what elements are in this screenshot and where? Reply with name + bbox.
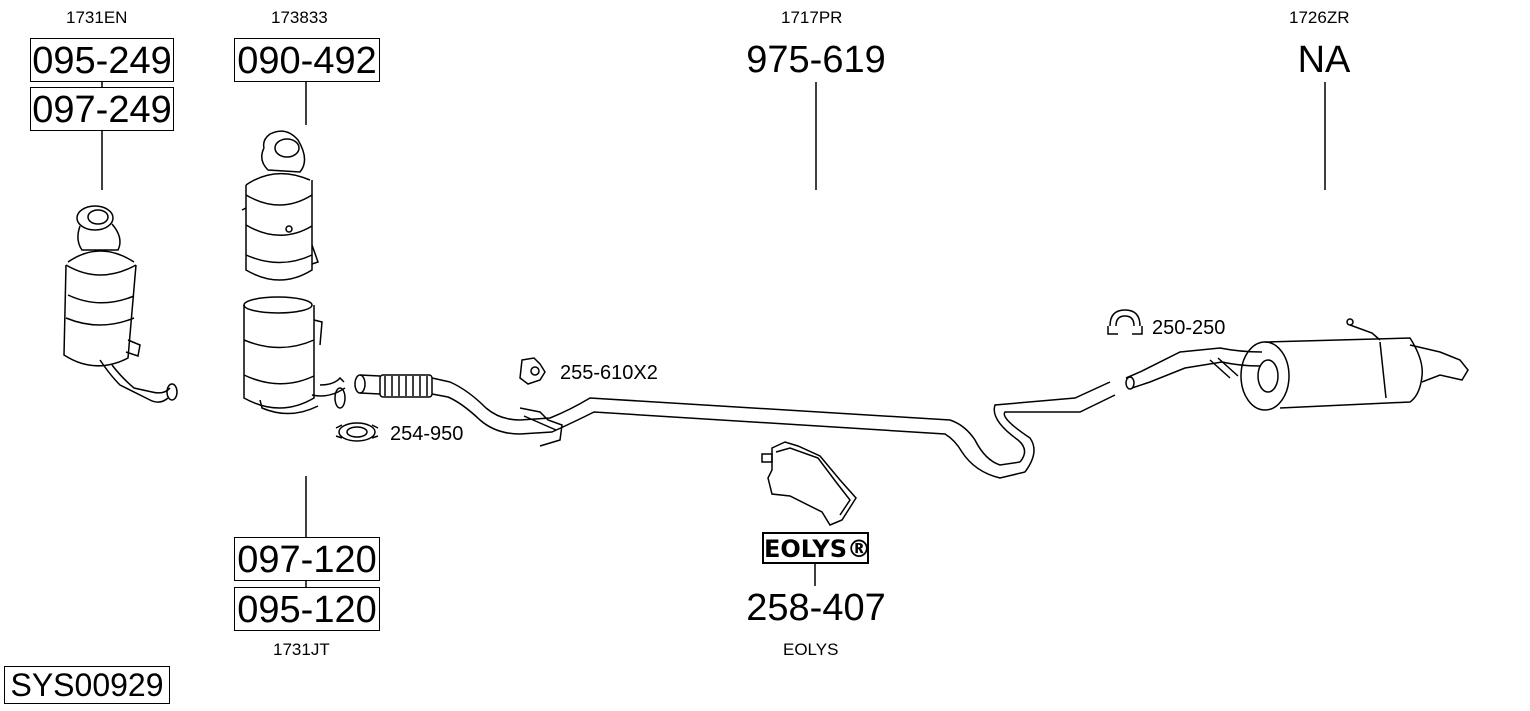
eolys-badge: EOLYS® [762,532,871,564]
label-clamp-rear[interactable]: 250-250 [1152,317,1226,339]
code-box-cat-left-2[interactable]: 097-249 [30,87,174,131]
gasket-icon [519,357,546,385]
ref-cat-left: 1731EN [66,8,128,27]
code-middle-pipe[interactable]: 975-619 [746,39,886,81]
additive-tank [761,441,857,526]
ref-cat-mid: 173833 [271,8,328,27]
clamp-front-icon [335,422,379,442]
catalytic-converter-left [63,205,178,403]
middle-pipe [354,374,1116,479]
code-box-filter-1[interactable]: 097-120 [234,537,380,581]
code-box-filter-2[interactable]: 095-120 [234,587,380,631]
ref-rear-muffler: 1726ZR [1289,8,1350,27]
catalytic-converter-mid [241,130,319,281]
code-box-cat-mid[interactable]: 090-492 [234,38,380,82]
code-additive-tank[interactable]: 258-407 [746,587,886,629]
code-rear-muffler[interactable]: NA [1297,39,1351,81]
system-code-box: SYS00929 [4,666,170,704]
label-gasket[interactable]: 255-610X2 [560,362,658,384]
ref-additive-tank: EOLYS [783,640,839,659]
ref-filter: 1731JT [273,640,330,659]
clamp-rear-icon [1107,309,1143,335]
particulate-filter [243,296,346,415]
rear-muffler [1125,318,1469,411]
ref-middle-pipe: 1717PR [781,8,843,27]
code-box-cat-left-1[interactable]: 095-249 [30,38,174,82]
label-clamp-front[interactable]: 254-950 [390,423,464,445]
